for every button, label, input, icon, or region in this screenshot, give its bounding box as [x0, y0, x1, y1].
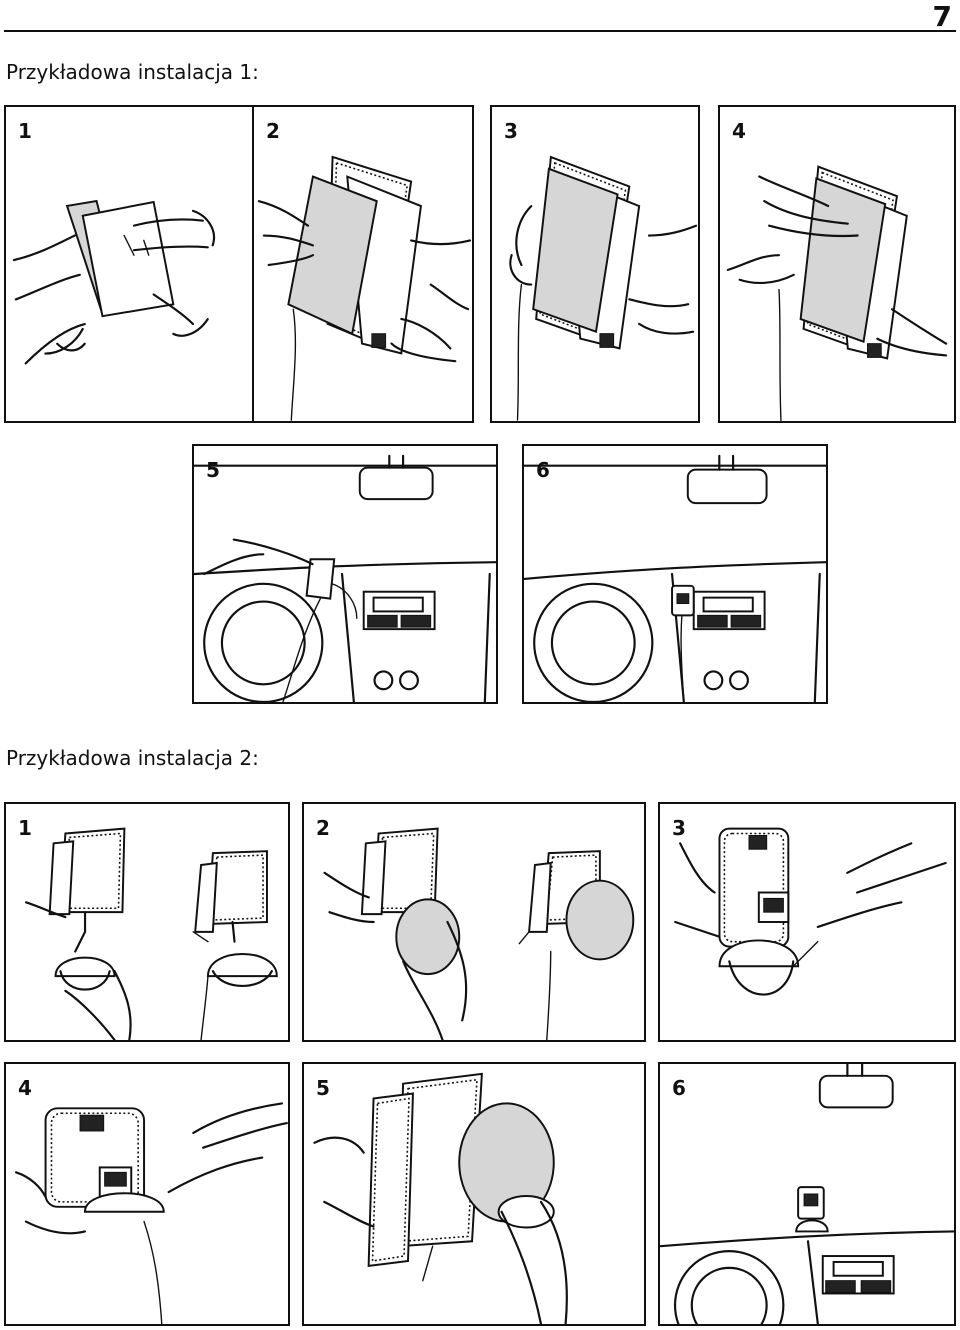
s1-step-1-number: 1	[18, 119, 32, 143]
s2-step-6-number: 6	[672, 1076, 686, 1100]
s2-step-5-illustration	[313, 1072, 568, 1324]
s2-step-6-panel: 6	[658, 1062, 956, 1326]
s2-step-5-panel: 5	[302, 1062, 646, 1326]
s1-step-1-illustration	[12, 199, 215, 365]
s2-step-4-panel: 4	[4, 1062, 290, 1326]
s2-step-5-number: 5	[316, 1076, 330, 1100]
s2-step-1-panel: 1	[4, 802, 290, 1042]
header-rule	[4, 30, 956, 32]
s1-step-6-number: 6	[536, 458, 550, 482]
s2-step-2-number: 2	[316, 816, 330, 840]
section-2-title: Przykładowa instalacja 2:	[6, 746, 259, 770]
s1-step-5-panel: 5	[192, 444, 498, 704]
s2-step-2-panel: 2	[302, 802, 646, 1042]
s1-step-4-number: 4	[732, 119, 746, 143]
s1-step-2-number: 2	[266, 119, 280, 143]
s1-step-1-panel: 1	[4, 105, 258, 423]
s1-step-4-panel: 4	[718, 105, 956, 423]
section-1-title: Przykładowa instalacja 1:	[6, 60, 259, 84]
s1-step-3-panel: 3	[490, 105, 700, 423]
s1-step-4-illustration	[726, 165, 948, 421]
s1-step-3-illustration	[509, 155, 698, 421]
s2-step-1-number: 1	[18, 816, 32, 840]
s2-step-1-illustration	[24, 827, 278, 1040]
s1-step-5-number: 5	[206, 458, 220, 482]
s1-step-5-illustration	[194, 454, 496, 702]
s2-step-3-illustration	[674, 827, 947, 996]
s2-step-4-number: 4	[18, 1076, 32, 1100]
s2-step-6-illustration	[660, 1064, 954, 1324]
s1-step-6-illustration	[524, 454, 826, 702]
s1-step-2-panel: 2	[252, 105, 474, 423]
s1-step-3-number: 3	[504, 119, 518, 143]
page-number: 7	[932, 0, 952, 33]
s2-step-3-panel: 3	[658, 802, 956, 1042]
s1-step-6-panel: 6	[522, 444, 828, 704]
s1-step-2-illustration	[257, 155, 472, 421]
s2-step-4-illustration	[14, 1102, 288, 1324]
s2-step-3-number: 3	[672, 816, 686, 840]
s2-step-2-illustration	[323, 827, 635, 1040]
